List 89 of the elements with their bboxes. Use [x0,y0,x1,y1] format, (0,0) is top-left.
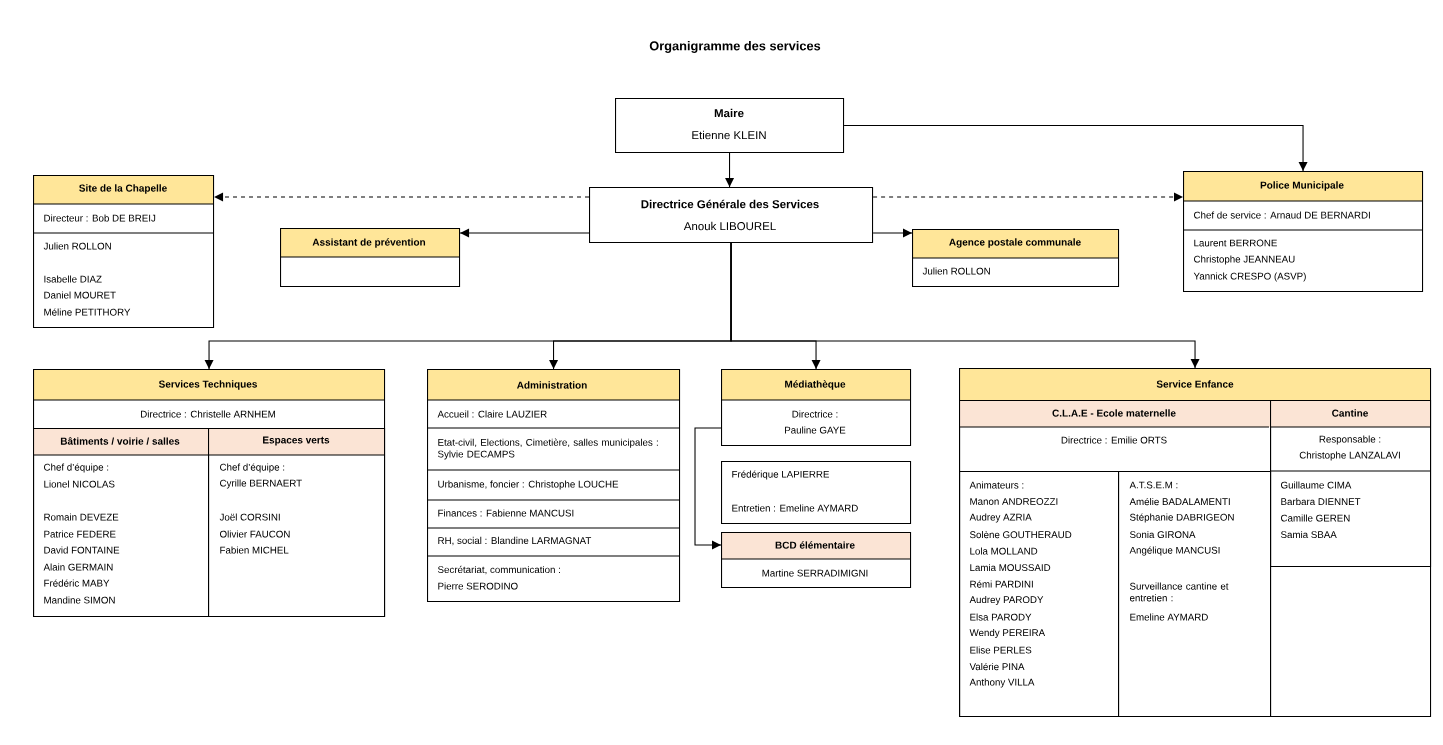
box-heading: Assistant de prévention [312,238,426,248]
box-heading: Cantine [1332,409,1368,417]
box-heading: Agence postale communale [949,238,1081,248]
box-text: David FONTAINE [44,546,120,554]
box-text: Angélique MANCUSI [1129,546,1220,556]
box-text: Samia SBAA [1281,530,1337,539]
box-text: Wendy PEREIRA [969,628,1046,638]
box-text: Christophe LANZALAVI [1299,451,1400,461]
box-heading: Administration [517,381,587,389]
arrow [730,242,1200,369]
box-text: Olivier FAUCON [220,530,290,538]
box-heading: Espaces verts [263,436,330,446]
box-text: Julien ROLLON [922,267,990,275]
box-text: Lola MOLLAND [970,547,1038,555]
box-text: Laurent BERRONE [1194,239,1277,247]
box-text: Animateurs : [969,481,1024,489]
box-text: Directrice : Christelle ARNHEM [141,410,275,418]
box-text: Valérie PINA [969,662,1025,671]
box-text: Chef d’équipe : [44,463,109,473]
box-text: RH, social : Blandine LARMAGNAT [438,536,592,546]
box-text: Lamia MOUSSAID [970,563,1051,572]
box-heading: Services Techniques [158,380,257,390]
box-heading: Service Enfance [1156,380,1234,388]
box-text: Julien ROLLON [43,242,111,250]
box-text: Pauline GAYE [785,426,846,434]
box-text: Pierre SERODINO [438,582,518,590]
box-text: Rémi PARDINI [970,580,1033,588]
box-text: Alain GERMAIN [43,563,113,571]
box-text: Anthony VILLA [969,678,1035,688]
box-text: Responsable : [1319,435,1381,445]
person-name: Anouk LIBOUREL [683,221,776,231]
box-text: Sonia GIRONA [1130,530,1196,539]
box-text: Martine SERRADIMIGNI [762,569,868,577]
box-text: Elise PERLES [970,646,1032,654]
arrow [725,152,735,188]
box-text: Frédéric MABY [44,579,110,587]
box-text: Amélie BADALAMENTI [1129,497,1230,506]
box-text: Méline PETITHORY [44,308,131,316]
box-heading: Maire [714,108,744,118]
box-heading: Médiathèque [785,380,846,390]
person-name: Etienne KLEIN [692,130,766,140]
box-heading: Site de la Chapelle [79,184,167,194]
box-heading: Directrice Générale des Services [641,199,819,209]
box-heading: BCD élémentaire [775,541,855,549]
box-text: Frédérique LAPIERRE [732,470,829,480]
arrow [459,228,590,238]
box-text: Elsa PARODY [970,613,1032,621]
box-text: Solène GOUTHERAUD [970,530,1072,539]
box-text: Surveillance cantine et entretien : [1129,582,1229,602]
box-text: Secrétariat, communication : [438,565,560,575]
box-text: Yannick CRESPO (ASVP) [1193,272,1306,282]
arrow [694,427,722,550]
box-text: Audrey PARODY [969,595,1044,605]
box-text: Romain DEVEZE [44,513,119,521]
box-text: Camille GEREN [1281,514,1350,522]
box-text: Finances : Fabienne MANCUSI [438,509,574,517]
box-text: Directrice : Emilie ORTS [1061,436,1167,444]
arrow [872,228,913,238]
box-text: Manon ANDREOZZI [970,498,1058,505]
box-heading: Police Municipale [1260,181,1344,191]
box-text: Barbara DIENNET [1281,497,1361,506]
arrow [213,192,590,202]
arrow [843,125,1308,172]
box-text: A.T.S.E.M : [1129,481,1178,489]
box-text: Stéphanie DABRIGEON [1130,513,1234,523]
box-heading: C.L.A.E - Ecole maternelle [1052,409,1176,417]
box-text: Audrey AZRIA [969,513,1032,523]
box-heading: Bâtiments / voirie / salles [60,437,180,445]
box-text: Mandine SIMON [44,596,115,604]
box-text: Directrice : [792,410,838,418]
box-text: Fabien MICHEL [220,546,289,554]
box-text: Isabelle DIAZ [44,275,102,283]
box-text: Directeur : Bob DE BREIJ [44,214,156,222]
page-title: Organigramme des services [649,41,821,53]
box-text: Joël CORSINI [219,513,280,521]
box-text: Accueil : Claire LAUZIER [437,410,547,418]
box-text: Emeline AYMARD [1130,613,1208,621]
arrow [872,192,1184,202]
box-text: Chef d’équipe : [220,463,285,473]
box-text: Christophe JEANNEAU [1194,255,1295,265]
box-text: Patrice FEDERE [44,530,116,538]
box-text: Daniel MOURET [44,291,116,299]
box-text: Cyrille BERNAERT [220,479,302,489]
box-text: Chef de service : Arnaud DE BERNARDI [1194,211,1370,219]
box-text: Guillaume CIMA [1281,481,1352,489]
box-text: Urbanisme, foncier : Christophe LOUCHE [438,480,619,490]
box-text: Entretien : Emeline AYMARD [732,504,858,512]
box-text: Lionel NICOLAS [44,480,115,488]
box-text: Etat-civil, Elections, Cimetière, salles municipales : Sylvie DECAMPS [438,438,658,460]
